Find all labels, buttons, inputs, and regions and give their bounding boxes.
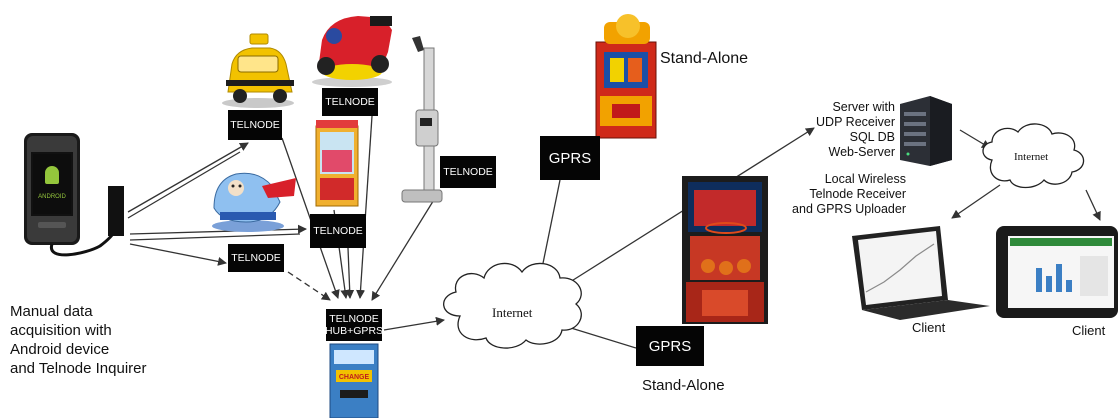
- gprs-box-bottom: GPRS: [636, 326, 704, 366]
- android-logo-text: ANDROID: [38, 194, 66, 200]
- local-caption-line1: Local Wireless: [824, 172, 906, 186]
- server-caption-line1: Server with: [832, 100, 895, 114]
- tablet-icon: [996, 226, 1118, 318]
- hub-label-line1: TELNODE: [329, 313, 379, 325]
- server-rack-icon: [900, 96, 952, 166]
- manual-acquisition-caption: Manual data acquisition with Android dev…: [10, 302, 147, 378]
- laptop-icon: [852, 226, 990, 320]
- server-caption-line3: SQL DB: [849, 130, 895, 144]
- stand-alone-label-bottom: Stand-Alone: [642, 377, 725, 394]
- arrow-phone-telnode-mid: [129, 224, 307, 235]
- arrow-cloud-to-tablet: [1085, 189, 1101, 221]
- stand-alone-label-top: Stand-Alone: [660, 50, 749, 67]
- manual-caption-line1: Manual data: [10, 303, 93, 320]
- change-sign-text: CHANGE: [339, 374, 370, 381]
- cloud-icon: [443, 123, 1085, 349]
- telnode-box-bottom: TELNODE: [228, 244, 284, 272]
- telnode-box-racecar: TELNODE: [322, 88, 378, 116]
- arrow-cloud-to-laptop: [951, 184, 1001, 219]
- height-scale-icon: [401, 36, 443, 203]
- arrow-hub-to-internet: [383, 316, 445, 331]
- airplane-ride-icon: [212, 172, 296, 232]
- local-wireless-caption: Local Wireless Telnode Receiver and GPRS…: [778, 172, 906, 217]
- arrow-phone-telnode-bottom: [129, 243, 227, 266]
- hub-label-line2: HUB+GPRS: [324, 325, 384, 337]
- telnode-box-taxi: TELNODE: [228, 110, 282, 140]
- android-phone-icon: ANDROID: [24, 133, 124, 257]
- local-caption-line3: and GPRS Uploader: [792, 202, 906, 216]
- arrow-phone-telnode-top: [127, 142, 249, 213]
- claw-machine-icon: [315, 120, 359, 207]
- basketball-arcade-icon: [682, 176, 768, 324]
- taxi-ride-icon: [222, 33, 294, 108]
- arrow-plane-telnode-to-hub: [345, 247, 355, 299]
- internet-label-client: Internet: [1014, 151, 1049, 163]
- manual-caption-line2: acquisition with: [10, 322, 112, 339]
- arrow-gprs-top-to-internet: [537, 179, 561, 279]
- local-caption-line2: Telnode Receiver: [809, 187, 906, 201]
- arcade-cabinet-icon: [595, 14, 657, 139]
- race-car-ride-icon: [312, 16, 392, 87]
- client-label-laptop: Client: [912, 320, 946, 335]
- client-label-tablet: Client: [1072, 323, 1106, 338]
- change-machine-icon: CHANGE: [329, 343, 379, 418]
- telnode-hub-box: TELNODE HUB+GPRS: [324, 309, 384, 341]
- arrow-racecar-to-hub: [356, 115, 373, 299]
- telnode-box-plane: TELNODE: [310, 214, 366, 248]
- manual-caption-line4: and Telnode Inquirer: [10, 360, 147, 377]
- gprs-box-top: GPRS: [540, 136, 600, 180]
- server-caption: Server with UDP Receiver SQL DB Web-Serv…: [800, 100, 895, 160]
- manual-caption-line3: Android device: [10, 341, 110, 358]
- arrow-scale-to-hub: [371, 189, 441, 301]
- arrows: [127, 115, 1101, 349]
- telnode-box-scale: TELNODE: [440, 156, 496, 188]
- arrow-telnode-bottom-to-hub: [287, 271, 331, 301]
- server-caption-line2: UDP Receiver: [816, 115, 895, 129]
- server-caption-line4: Web-Server: [828, 145, 895, 159]
- internet-label-main: Internet: [492, 305, 533, 320]
